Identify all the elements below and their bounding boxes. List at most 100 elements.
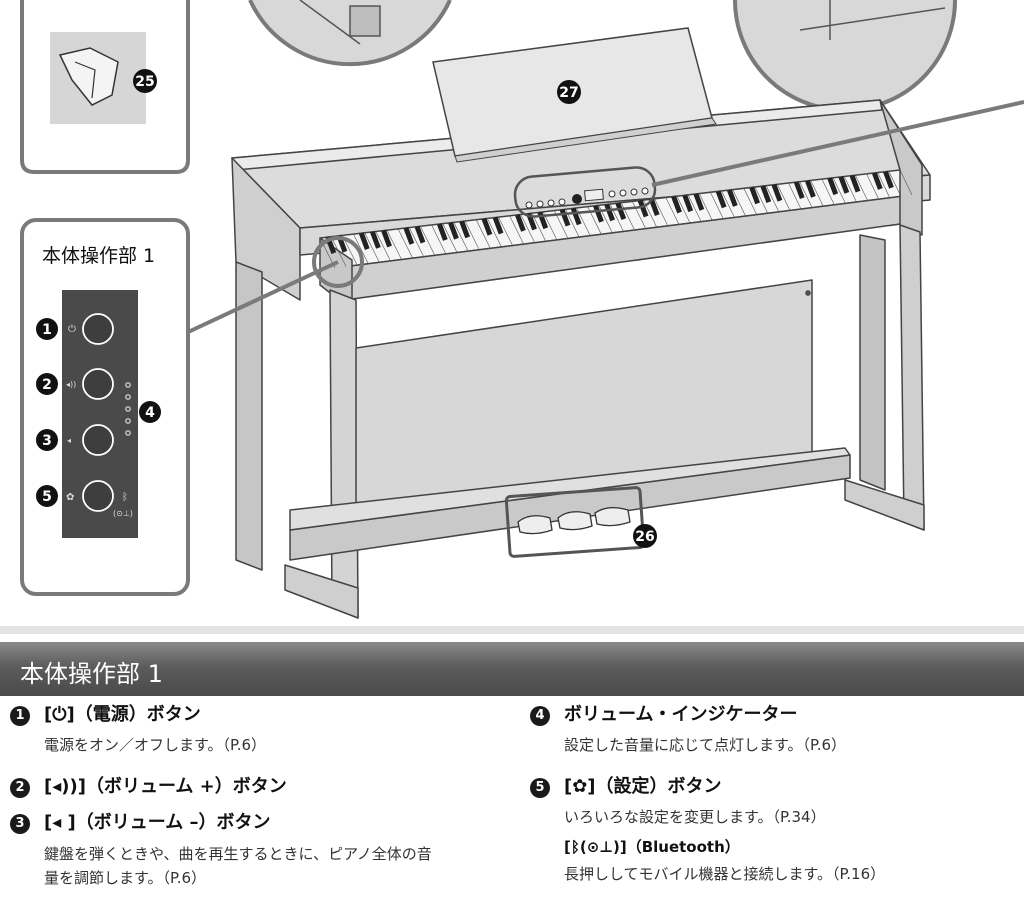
illustration-bottom-band <box>0 626 1024 634</box>
black-key <box>358 232 370 251</box>
callout-volume-up-button: ◂)) <box>66 368 114 400</box>
white-key-edge <box>453 222 469 252</box>
black-key <box>515 213 526 232</box>
white-key-edge <box>877 172 891 198</box>
white-key-edge <box>698 193 713 221</box>
black-key <box>604 203 615 222</box>
svg-text:25: 25 <box>135 74 154 90</box>
item-number: 1 <box>10 705 30 726</box>
item-volume-down: 3 [◂ ]（ボリューム –）ボタン <box>10 808 270 834</box>
white-key-edge <box>777 184 791 211</box>
white-key-edge <box>665 197 680 225</box>
power-icon: ⏻ <box>68 324 76 335</box>
marker-25 <box>133 69 157 93</box>
white-key-edge <box>765 185 780 212</box>
pedal-unit <box>504 486 646 558</box>
black-key <box>615 202 627 220</box>
black-key <box>448 221 459 240</box>
svg-text:2: 2 <box>42 377 52 393</box>
svg-text:3: 3 <box>42 433 52 449</box>
svg-text:1: 1 <box>42 322 52 338</box>
item-title: [◂))]（ボリューム +）ボタン <box>44 776 287 797</box>
zoom-circle-left <box>248 0 452 67</box>
black-key <box>749 186 760 205</box>
black-key <box>838 176 850 194</box>
white-key-edge <box>386 230 402 260</box>
black-key <box>370 230 381 249</box>
black-key <box>883 170 894 189</box>
item-settings: 5 [✿]（設定）ボタン <box>530 772 722 798</box>
black-key <box>559 208 571 227</box>
black-key <box>771 183 783 202</box>
black-key <box>805 179 816 198</box>
white-key-edge <box>509 215 524 245</box>
white-key-edge <box>520 214 535 243</box>
item-title: [◂ ]（ボリューム –）ボタン <box>44 812 271 833</box>
item-number: 2 <box>10 777 30 798</box>
black-key <box>648 198 660 217</box>
black-key <box>682 194 694 213</box>
black-key <box>459 220 470 239</box>
white-key-edge <box>487 218 502 248</box>
item-title: [✿]（設定）ボタン <box>564 776 722 797</box>
callout-power-button: ⏻ <box>68 313 114 345</box>
svg-text:27: 27 <box>559 85 578 101</box>
volume-up-icon: ◂)) <box>66 380 76 389</box>
item-number: 5 <box>530 777 550 798</box>
black-key <box>715 190 727 209</box>
volume-down-icon: ◂ <box>67 436 71 445</box>
svg-text:5: 5 <box>42 489 52 505</box>
white-key-edge <box>353 233 369 264</box>
item-bluetooth-desc: 長押ししてモバイル機器と接続します。（P.16） <box>564 865 886 883</box>
white-key-edge <box>620 202 635 231</box>
black-key <box>760 185 772 203</box>
white-key-edge <box>710 192 724 219</box>
white-key-edge <box>888 171 902 197</box>
item-indicator-desc: 設定した音量に応じて点灯します。（P.6） <box>564 736 847 754</box>
marker-2 <box>36 373 58 395</box>
white-key-edge <box>420 226 436 256</box>
white-key-edge <box>654 198 669 227</box>
marker-3 <box>36 429 58 451</box>
black-key <box>637 199 649 218</box>
white-key-edge <box>721 190 735 218</box>
white-key-edge <box>743 188 757 215</box>
gear-icon: ✿ <box>66 492 74 503</box>
black-key <box>872 172 883 190</box>
white-key-edge <box>799 181 813 208</box>
black-key <box>827 177 839 196</box>
white-key-edge <box>531 213 547 242</box>
bluetooth-icon: ᛒ <box>122 492 128 503</box>
white-key-edge <box>821 179 835 205</box>
item-number: 3 <box>10 813 30 834</box>
item-power: 1[⏻]（電源）ボタン <box>10 700 201 726</box>
white-key-edge <box>330 236 347 267</box>
white-key-edge <box>754 186 769 214</box>
illustration-number-markers: 25 27 26 <box>133 69 657 548</box>
item-volume-desc-line1: 鍵盤を弾くときや、曲を再生するときに、ピアノ全体の音 <box>44 845 432 863</box>
white-key-edge <box>899 169 913 196</box>
marker-5 <box>36 485 58 507</box>
black-key <box>437 223 448 241</box>
item-volume-up: 2 [◂))]（ボリューム +）ボタン <box>10 772 287 798</box>
volume-indicator-leds <box>125 382 131 436</box>
black-key <box>727 189 738 207</box>
white-key-edge <box>431 224 447 255</box>
piano-panel-controls <box>513 166 657 218</box>
black-key <box>570 207 582 226</box>
white-key-edge <box>408 227 425 257</box>
bluetooth-pair-icon: (⊙⊥) <box>113 509 133 518</box>
callout-volume-down-button: ◂ <box>67 424 114 456</box>
white-key-edge <box>810 180 824 207</box>
svg-text:26: 26 <box>635 529 654 545</box>
white-key-edge <box>687 194 702 222</box>
white-key-edge <box>464 220 480 250</box>
tool-callout-box <box>20 0 190 174</box>
white-key-edge <box>498 216 513 246</box>
keyboard-keys <box>319 169 913 269</box>
svg-text:4: 4 <box>145 405 155 421</box>
white-key-edge <box>866 173 879 200</box>
black-key <box>414 225 426 244</box>
white-key-edge <box>732 189 746 217</box>
